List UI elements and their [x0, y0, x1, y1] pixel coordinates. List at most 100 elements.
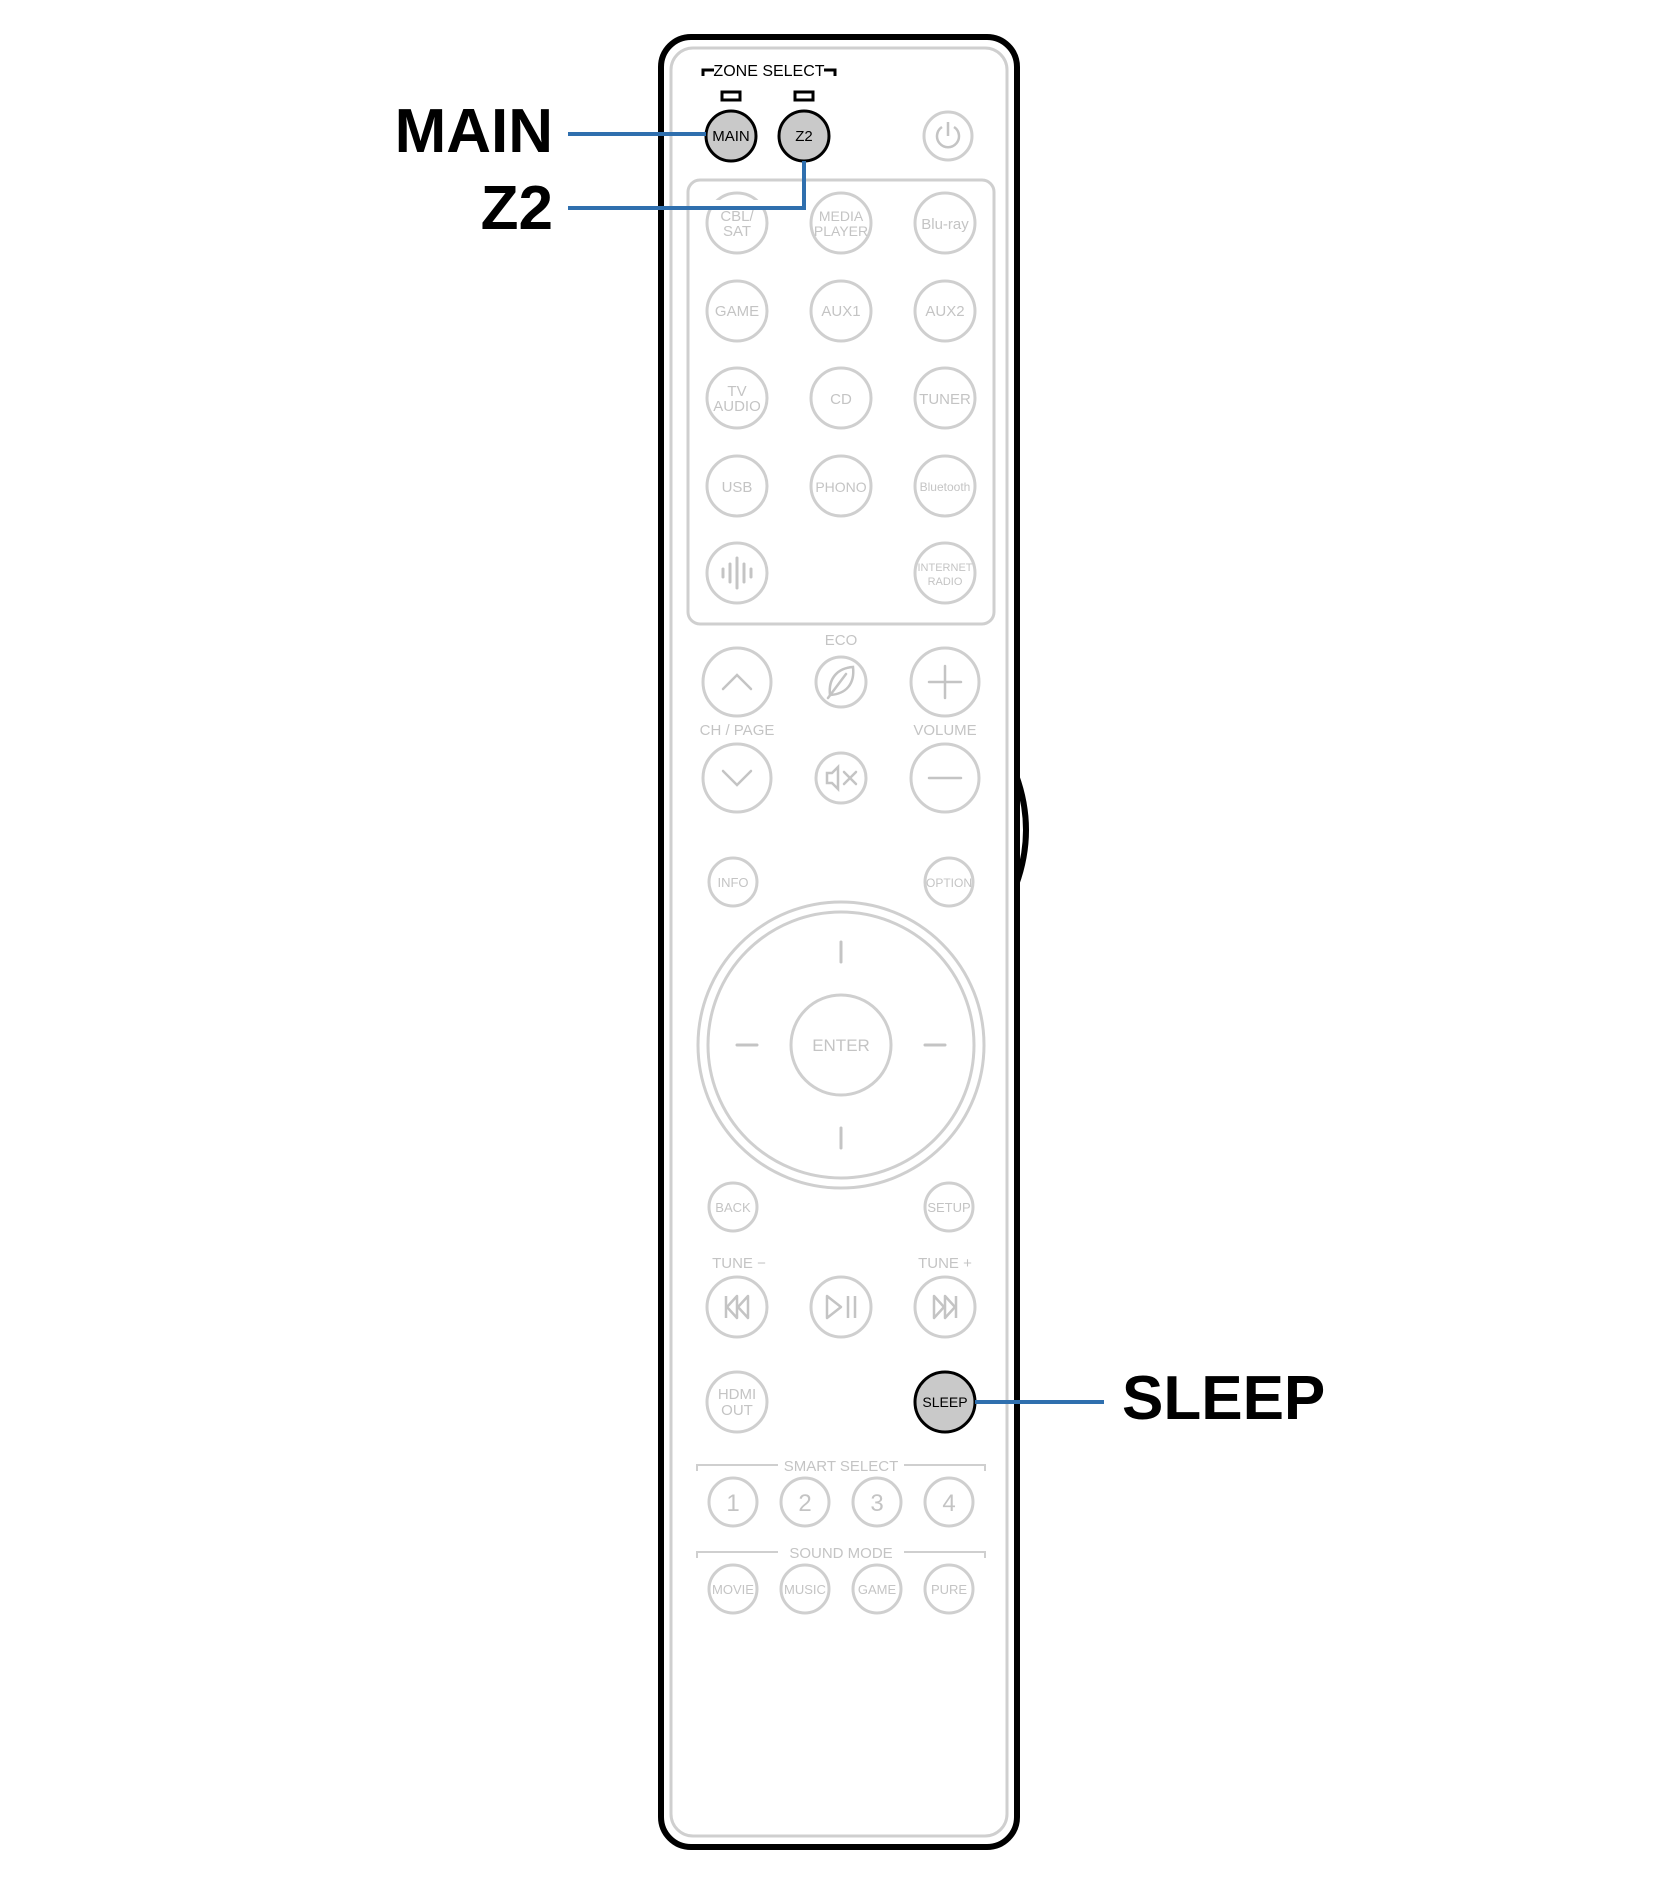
- mute-icon: [825, 763, 858, 793]
- cbl-sat-label-1: CBL/: [720, 208, 754, 225]
- media-player-label-2: PLAYER: [814, 223, 868, 239]
- sound-mode-music-label: MUSIC: [784, 1582, 826, 1597]
- hdmi-out-label-2: OUT: [721, 1402, 753, 1419]
- power-icon: [935, 122, 961, 149]
- sound-mode-pure-label: PURE: [931, 1582, 967, 1597]
- source-usb-button[interactable]: [705, 454, 769, 518]
- setup-label: SETUP: [927, 1200, 970, 1215]
- sleep-button-label: SLEEP: [922, 1394, 967, 1410]
- source-aux1-button[interactable]: [809, 279, 873, 343]
- source-panel: [686, 178, 996, 626]
- eco-label: ECO: [825, 632, 858, 649]
- bluray-label: Blu-ray: [921, 216, 969, 233]
- leaf-icon: [826, 665, 855, 700]
- back-button[interactable]: BACK: [707, 1181, 759, 1233]
- option-label: OPTION: [926, 876, 972, 890]
- media-player-label-1: MEDIA: [819, 208, 864, 224]
- internet-radio-label-1: INTERNET: [918, 562, 973, 574]
- source-bluetooth-button[interactable]: [913, 454, 977, 518]
- z2-button[interactable]: Z2: [777, 109, 831, 163]
- z2-indicator: [793, 90, 815, 102]
- smart-select-3-label: 3: [870, 1490, 883, 1517]
- play-pause-icon: [825, 1294, 857, 1320]
- hdmi-out-label-1: HDMI: [718, 1386, 756, 1403]
- source-bluray-button[interactable]: [913, 191, 977, 255]
- plus-icon: [927, 664, 963, 700]
- tuner-label: TUNER: [919, 391, 971, 408]
- smart-select-4-button[interactable]: [923, 1476, 975, 1528]
- chevron-up-icon: [721, 673, 753, 691]
- aux2-label: AUX2: [925, 303, 964, 320]
- setup-button[interactable]: SETUP: [923, 1181, 975, 1233]
- remote-inner-edge: [669, 46, 1009, 1838]
- usb-label: USB: [722, 479, 753, 496]
- aux1-label: AUX1: [821, 303, 860, 320]
- smart-select-4-label: 4: [942, 1490, 955, 1517]
- zone-select-label: ZONE SELECT: [713, 63, 824, 80]
- volume-label: VOLUME: [913, 722, 976, 739]
- enter-label: ENTER: [812, 1036, 870, 1055]
- ch-up-button[interactable]: [701, 646, 773, 718]
- phono-label: PHONO: [815, 479, 866, 495]
- ch-down-button[interactable]: [701, 742, 773, 814]
- sound-mode-game-label: GAME: [858, 1582, 897, 1597]
- smart-select-3-button[interactable]: [851, 1476, 903, 1528]
- tune-plus-label: TUNE +: [918, 1255, 972, 1272]
- ch-page-label: CH / PAGE: [700, 722, 775, 739]
- smart-select-label: SMART SELECT: [784, 1458, 898, 1475]
- tv-audio-label-2: AUDIO: [713, 398, 761, 415]
- source-cd-button[interactable]: [809, 366, 873, 430]
- previous-track-icon: [724, 1294, 750, 1320]
- cd-label: CD: [830, 391, 852, 408]
- source-tuner-button[interactable]: [913, 366, 977, 430]
- zone-bracket-right: [824, 68, 837, 76]
- sound-mode-music-button[interactable]: [779, 1563, 831, 1615]
- source-tv-audio-button[interactable]: [705, 366, 769, 430]
- main-indicator: [720, 90, 742, 102]
- sound-mode-game-button[interactable]: [851, 1563, 903, 1615]
- internet-radio-label-2: RADIO: [928, 576, 963, 588]
- sound-mode-divider: [696, 1551, 986, 1558]
- info-button[interactable]: INFO: [707, 856, 759, 908]
- mute-button[interactable]: [814, 751, 868, 805]
- hdmi-out-button[interactable]: HDMI OUT: [705, 1370, 769, 1434]
- source-game-button[interactable]: [705, 279, 769, 343]
- source-phono-button[interactable]: [809, 454, 873, 518]
- tv-audio-label-1: TV: [727, 383, 746, 400]
- option-button[interactable]: OPTION: [923, 856, 975, 908]
- source-media-player-button[interactable]: [809, 191, 873, 255]
- callout-sleep: SLEEP: [1122, 1364, 1326, 1433]
- z2-button-label: Z2: [795, 128, 813, 145]
- info-label: INFO: [717, 875, 748, 890]
- callout-z2: Z2: [480, 174, 553, 243]
- source-internet-radio-button[interactable]: [913, 541, 977, 605]
- cbl-sat-label-2: SAT: [723, 223, 751, 240]
- source-aux2-button[interactable]: [913, 279, 977, 343]
- heos-icon: [721, 556, 753, 590]
- enter-button[interactable]: ENTER: [789, 993, 893, 1097]
- smart-select-2-button[interactable]: [779, 1476, 831, 1528]
- main-button-label: MAIN: [712, 128, 750, 145]
- sound-mode-movie-label: MOVIE: [712, 1582, 754, 1597]
- tune-minus-label: TUNE −: [712, 1255, 766, 1272]
- z2-leader-line: [568, 161, 806, 210]
- zone-bracket-left: [701, 68, 714, 76]
- sound-mode-pure-button[interactable]: [923, 1563, 975, 1615]
- next-track-icon: [932, 1294, 958, 1320]
- sound-mode-label: SOUND MODE: [789, 1545, 892, 1562]
- smart-select-1-button[interactable]: [707, 1476, 759, 1528]
- game-label: GAME: [715, 303, 759, 320]
- sleep-button[interactable]: SLEEP: [913, 1370, 977, 1434]
- chevron-down-icon: [721, 769, 753, 787]
- smart-select-2-label: 2: [798, 1490, 811, 1517]
- main-button[interactable]: MAIN: [704, 109, 758, 163]
- power-button[interactable]: [922, 110, 974, 162]
- back-label: BACK: [715, 1200, 751, 1215]
- sound-mode-movie-button[interactable]: [707, 1563, 759, 1615]
- cbl-label-mask: [705, 200, 769, 210]
- smart-select-divider: [696, 1464, 986, 1471]
- smart-select-1-label: 1: [726, 1490, 739, 1517]
- bluetooth-label: Bluetooth: [920, 480, 971, 494]
